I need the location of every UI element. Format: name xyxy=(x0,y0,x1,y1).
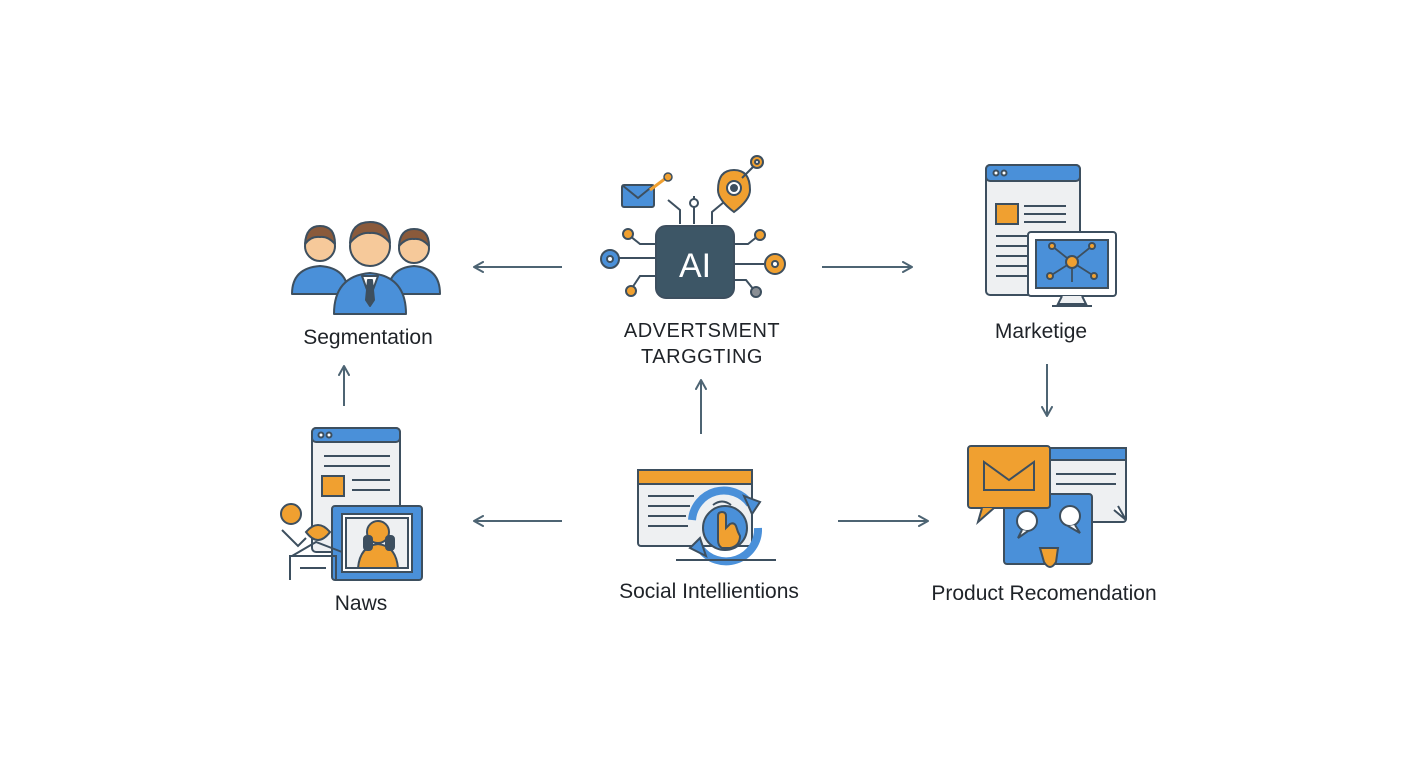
ai-chip-text: AI xyxy=(679,247,711,285)
edges xyxy=(338,261,1053,527)
social-intellientions-label: Social Intellientions xyxy=(619,580,799,603)
chat-recommendation-icon xyxy=(967,445,1127,568)
news-label: Naws xyxy=(334,592,388,615)
segmentation-label: Segmentation xyxy=(303,326,433,349)
people-group-icon xyxy=(291,221,441,315)
advertisement-targeting-label-line1: ADVERTSMENT xyxy=(623,320,781,342)
ai-chip-icon xyxy=(600,155,786,299)
news-browser-icon xyxy=(280,427,423,581)
touch-cycle-icon xyxy=(637,469,776,566)
browser-monitor-icon xyxy=(985,164,1117,307)
marketing-label: Marketige xyxy=(994,320,1088,343)
advertisement-targeting-label-line2: TARGGTING xyxy=(641,346,763,368)
product-recommendation-label: Product Recomendation xyxy=(931,582,1157,605)
